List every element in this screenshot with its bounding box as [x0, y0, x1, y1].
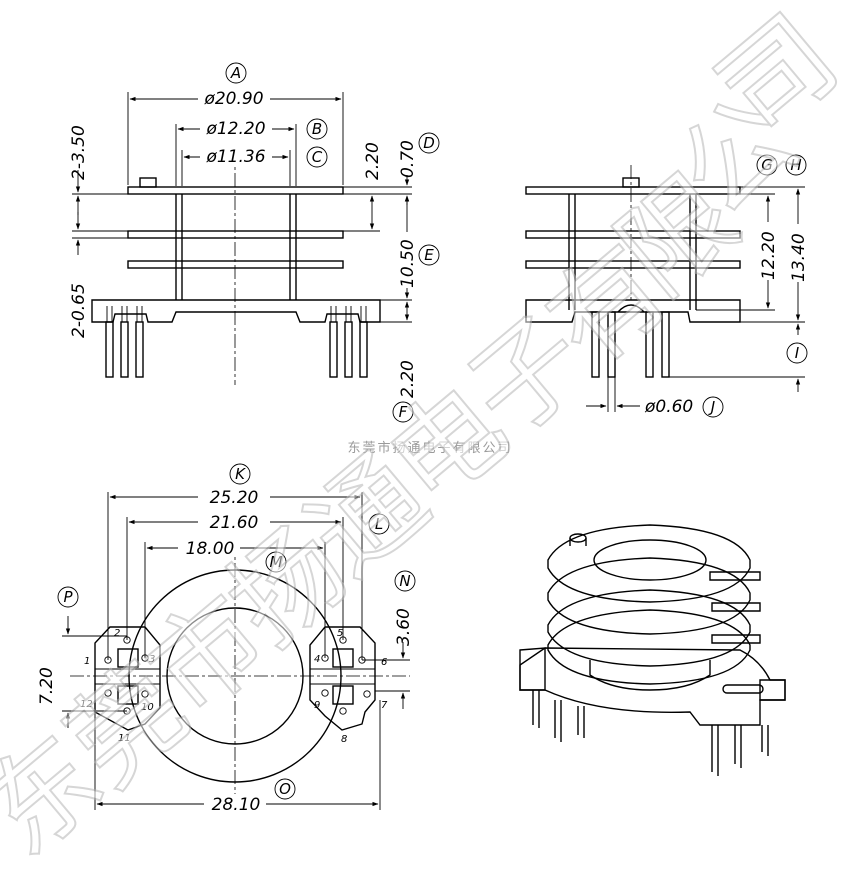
label-b: B: [312, 120, 322, 138]
top-view: 1 2 3 4 5 6 7 8 9 10 11 12 25.20 K 21.60…: [37, 463, 416, 815]
dim-g-value: 12.20: [759, 231, 779, 280]
label-p: P: [63, 588, 73, 606]
dim-o-value: 28.10: [212, 795, 261, 815]
dim-d-value: 0.70: [398, 140, 418, 178]
pin-3-label: 3: [149, 654, 155, 665]
dim-h-value: 13.40: [789, 233, 809, 282]
dim-p-value: 7.20: [37, 667, 57, 705]
pin-4-label: 4: [314, 654, 320, 665]
dim-n-value: 3.60: [394, 608, 414, 646]
isometric-view: [519, 524, 786, 776]
pin-7-label: 7: [381, 700, 388, 711]
label-a: A: [230, 64, 241, 82]
label-e: E: [424, 246, 434, 264]
label-i: I: [795, 344, 800, 362]
pin-10-label: 10: [141, 702, 154, 713]
pin-6-label: 6: [381, 657, 387, 668]
dim-e-value: 10.50: [398, 239, 418, 288]
dim-c-value: ø11.36: [205, 147, 265, 167]
label-m: M: [270, 553, 283, 571]
label-k: K: [235, 465, 246, 483]
watermark-small: 东莞市扬通电子有限公司: [347, 440, 512, 456]
dim-f-value: 2.20: [398, 360, 418, 398]
dim-m-value: 18.00: [186, 539, 235, 559]
dim-k-value: 25.20: [210, 488, 259, 508]
pin-1-label: 1: [84, 656, 90, 667]
label-l: L: [375, 515, 383, 533]
label-g: G: [761, 156, 773, 174]
label-d: D: [423, 134, 435, 152]
pin-5-label: 5: [337, 628, 343, 639]
dim-2-20-top: 2.20: [363, 142, 383, 180]
pin-9-label: 9: [314, 700, 320, 711]
label-j: J: [708, 398, 715, 416]
dim-l-value: 21.60: [210, 513, 259, 533]
front-view: ø20.90 A ø12.20 B ø11.36 C 2-3.50 2-0.65: [69, 62, 440, 423]
dim-b-value: ø12.20: [205, 119, 265, 139]
dim-flange-pitch: 2-3.50: [69, 125, 89, 180]
dim-flange-thickness: 2-0.65: [69, 283, 89, 338]
side-view: 12.20 13.40 G H I ø0.60 J: [525, 154, 809, 418]
label-h: H: [790, 156, 801, 174]
pin-2-label: 2: [114, 628, 120, 639]
dim-j-value: ø0.60: [644, 397, 693, 417]
pin-11-label: 11: [118, 733, 131, 744]
label-f: F: [399, 403, 408, 421]
label-c: C: [312, 148, 323, 166]
pin-8-label: 8: [341, 734, 347, 745]
dim-a-value: ø20.90: [203, 89, 263, 109]
label-n: N: [399, 572, 410, 590]
label-o: O: [279, 780, 291, 798]
pin-12-label: 12: [80, 699, 93, 710]
